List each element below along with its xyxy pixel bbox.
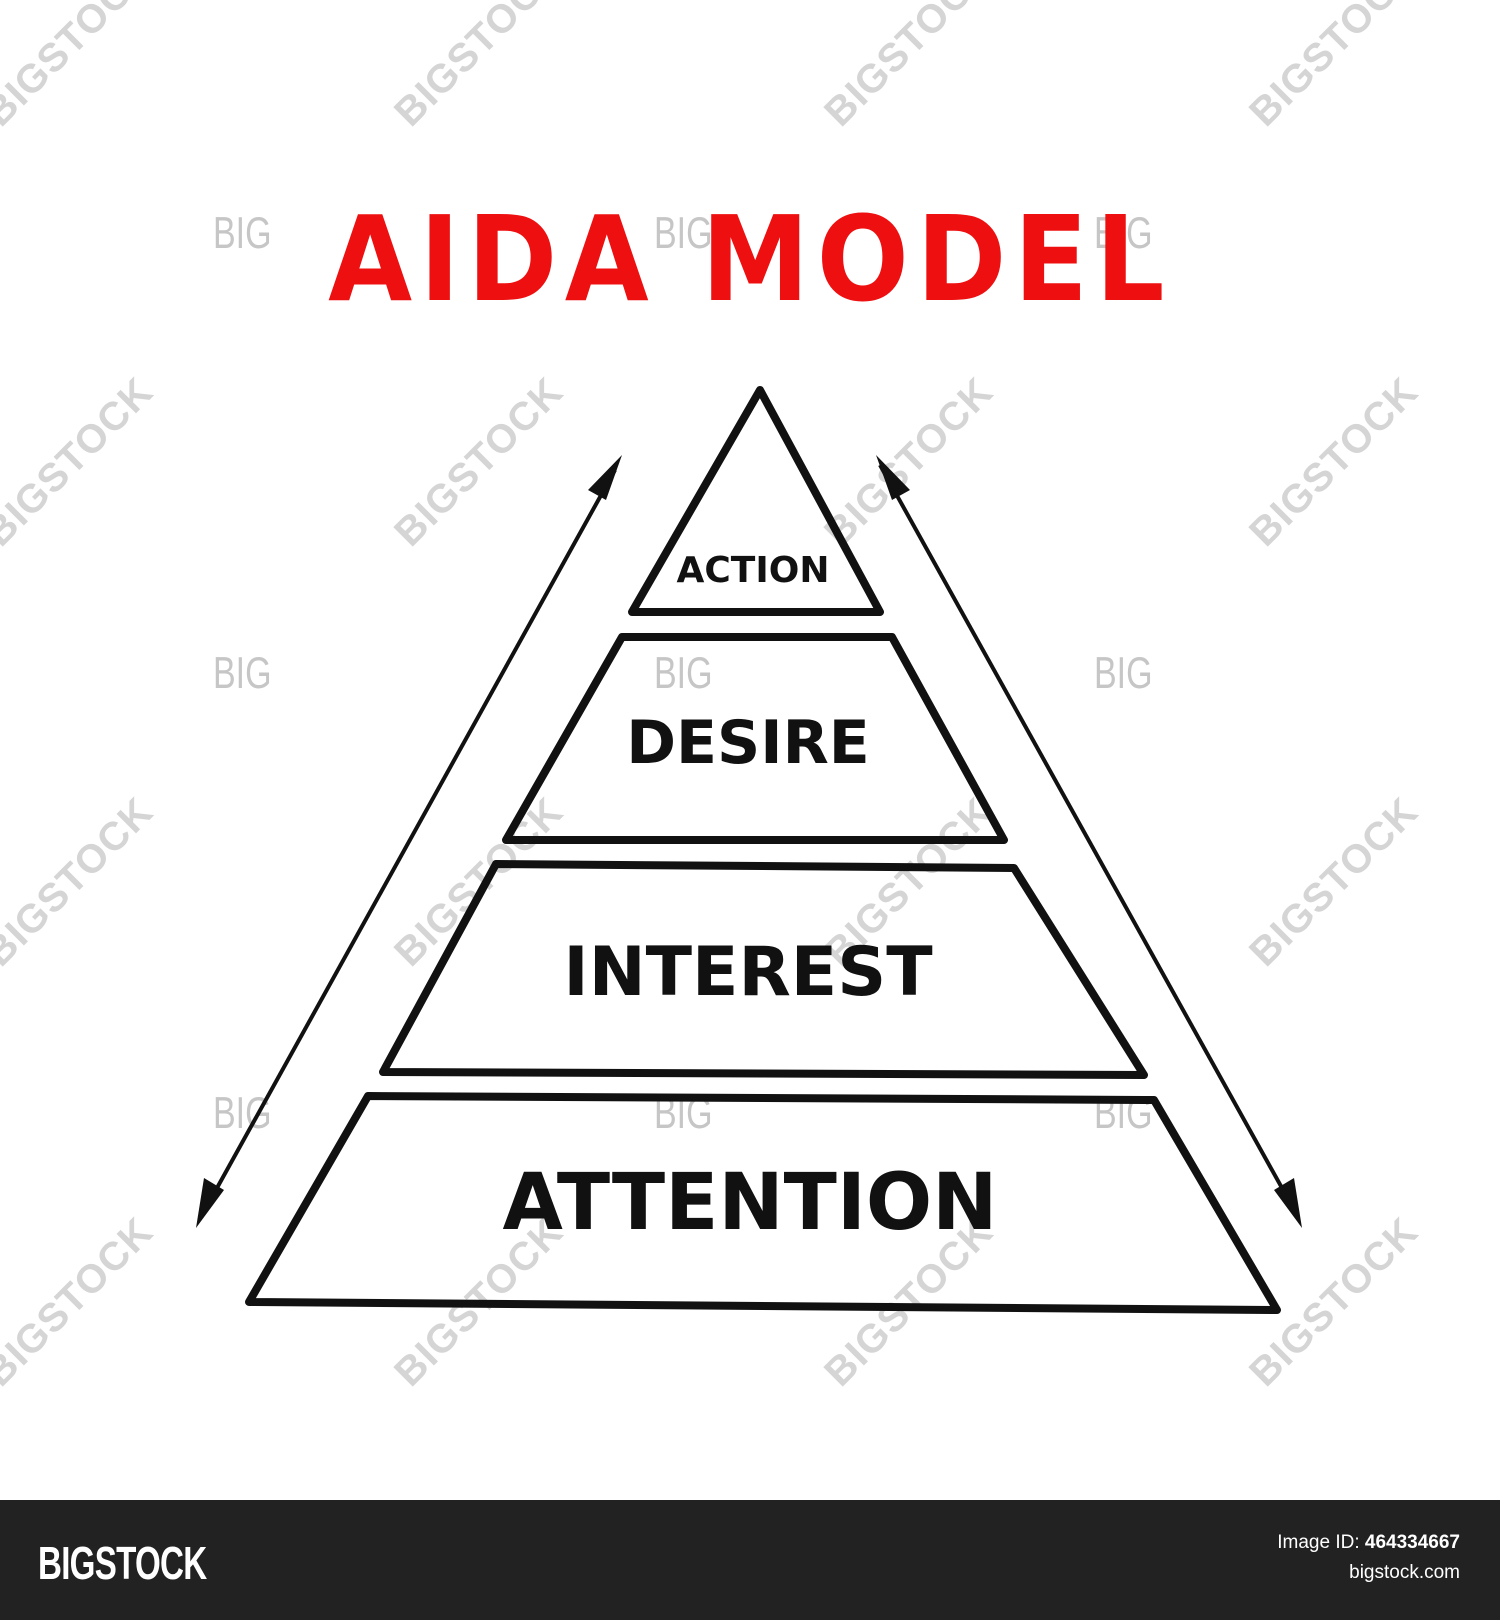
pyramid-diagram	[196, 386, 1302, 1314]
watermark-small: BIG	[213, 1089, 272, 1139]
left-arrow-head-up	[588, 455, 622, 500]
watermark-small: BIG	[1094, 209, 1153, 259]
watermark-small: BIG	[654, 649, 713, 699]
left-arrow-head-down	[196, 1178, 224, 1228]
left-double-arrow-line	[200, 469, 617, 1216]
site-link[interactable]: bigstock.com	[1349, 1562, 1460, 1583]
pyramid-label-interest: INTEREST	[563, 933, 933, 1012]
pyramid-level-attention-shape	[245, 1092, 1281, 1314]
pyramid-level-desire-shape	[502, 633, 1008, 844]
pyramid-label-attention: ATTENTION	[502, 1158, 998, 1248]
watermark-small: BIG	[654, 209, 713, 259]
pyramid-label-action: ACTION	[676, 550, 830, 591]
right-arrow-head-up	[876, 455, 910, 500]
pyramid-level-action-shape	[628, 386, 884, 616]
image-id-label: Image ID:	[1277, 1532, 1360, 1553]
right-arrow-head-down	[1274, 1178, 1302, 1228]
footer-bar: BIGSTOCK Image ID: 464334667 bigstock.co…	[0, 1500, 1500, 1620]
watermark-small: BIG	[213, 649, 272, 699]
image-id: Image ID: 464334667	[1277, 1532, 1460, 1554]
brand-logo: BIGSTOCK	[38, 1537, 207, 1589]
pyramid-level-interest-shape	[379, 860, 1148, 1079]
pyramid-label-desire: DESIRE	[626, 708, 870, 778]
diagram-title: AIDA MODEL	[328, 190, 1172, 328]
right-double-arrow-line	[878, 464, 1299, 1216]
watermark-small: BIG	[213, 209, 272, 259]
image-id-value: 464334667	[1364, 1532, 1460, 1553]
watermark-small: BIG	[1094, 649, 1153, 699]
diagram-canvas: BIGSTOCK BIGSTOCK BIGSTOCK BIGSTOCK BIGS…	[0, 0, 1427, 1395]
